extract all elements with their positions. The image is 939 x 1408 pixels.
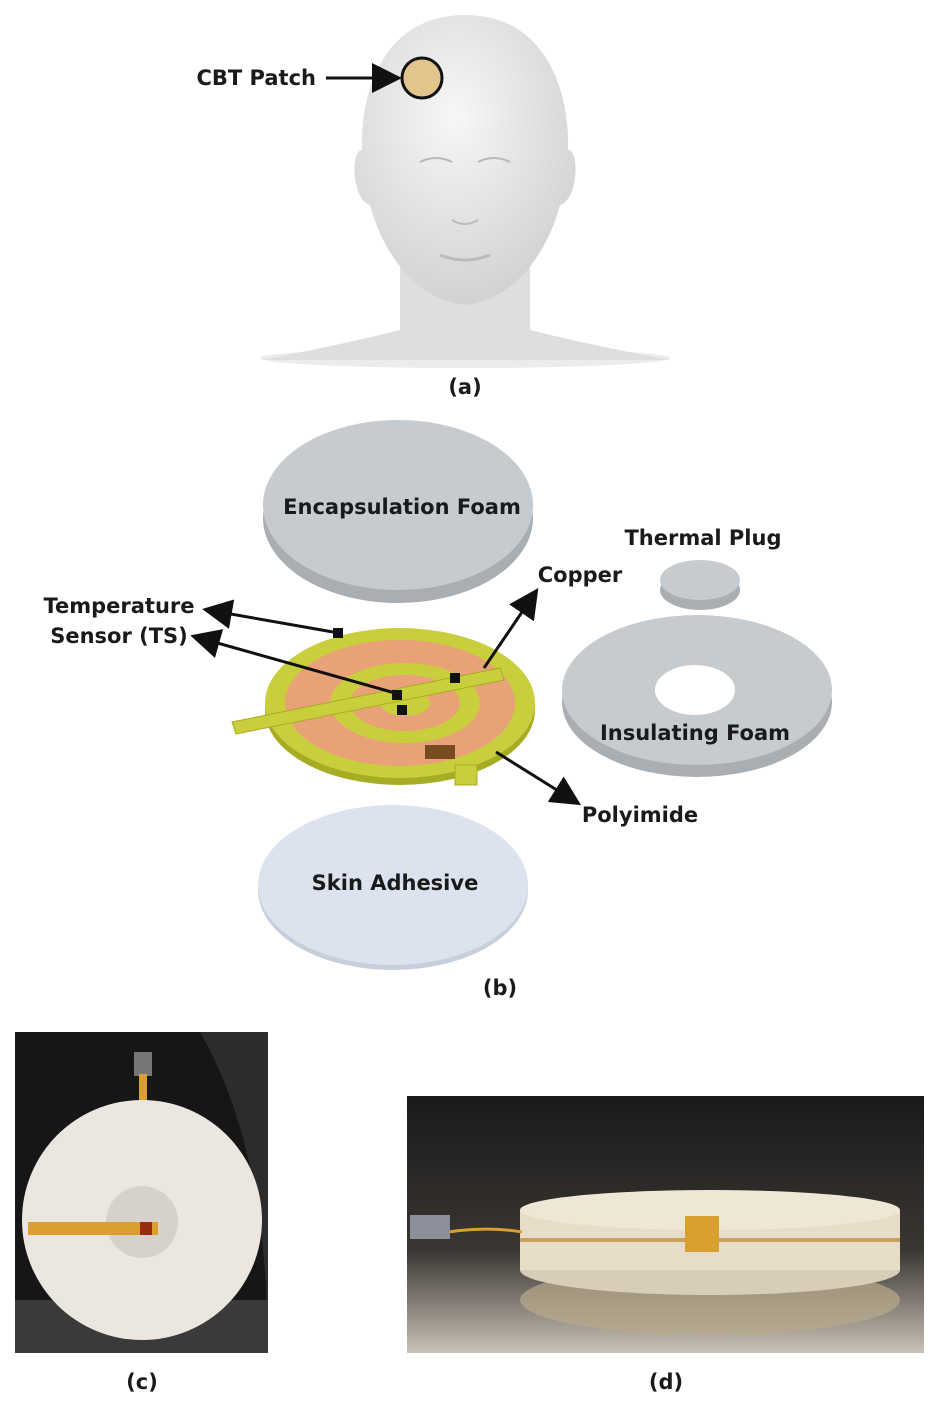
caption-d: (d) [649,1370,683,1394]
insulating-foam-label: Insulating Foam [600,721,790,745]
polyimide-arrow [495,750,582,806]
skin-adhesive-label: Skin Adhesive [312,871,479,895]
copper-arrow [482,588,539,669]
photo-patch-top-view [15,1032,268,1353]
caption-b: (b) [483,976,517,1000]
head-illustration [260,15,670,368]
copper-label: Copper [538,563,623,587]
thermal-plug [660,560,740,610]
polyimide-copper-layer [231,628,535,786]
thermal-plug-label: Thermal Plug [624,526,781,550]
caption-c: (c) [126,1370,158,1394]
temp-sensor-label-line1: Temperature [43,594,194,618]
ts-arrow-2 [190,629,396,695]
temp-sensor-label-line2: Sensor (TS) [50,624,188,648]
polyimide-label: Polyimide [582,803,698,827]
cbt-patch-label: CBT Patch [197,66,317,90]
skin-adhesive-layer [258,805,528,970]
cbt-patch-marker [400,56,444,100]
caption-a: (a) [448,375,481,399]
encapsulation-foam-layer [263,420,533,603]
insulating-foam-layer [562,615,832,777]
ts-arrow-1 [202,599,334,634]
encapsulation-foam-label: Encapsulation Foam [283,495,521,519]
photo-patch-side-view [407,1096,924,1353]
